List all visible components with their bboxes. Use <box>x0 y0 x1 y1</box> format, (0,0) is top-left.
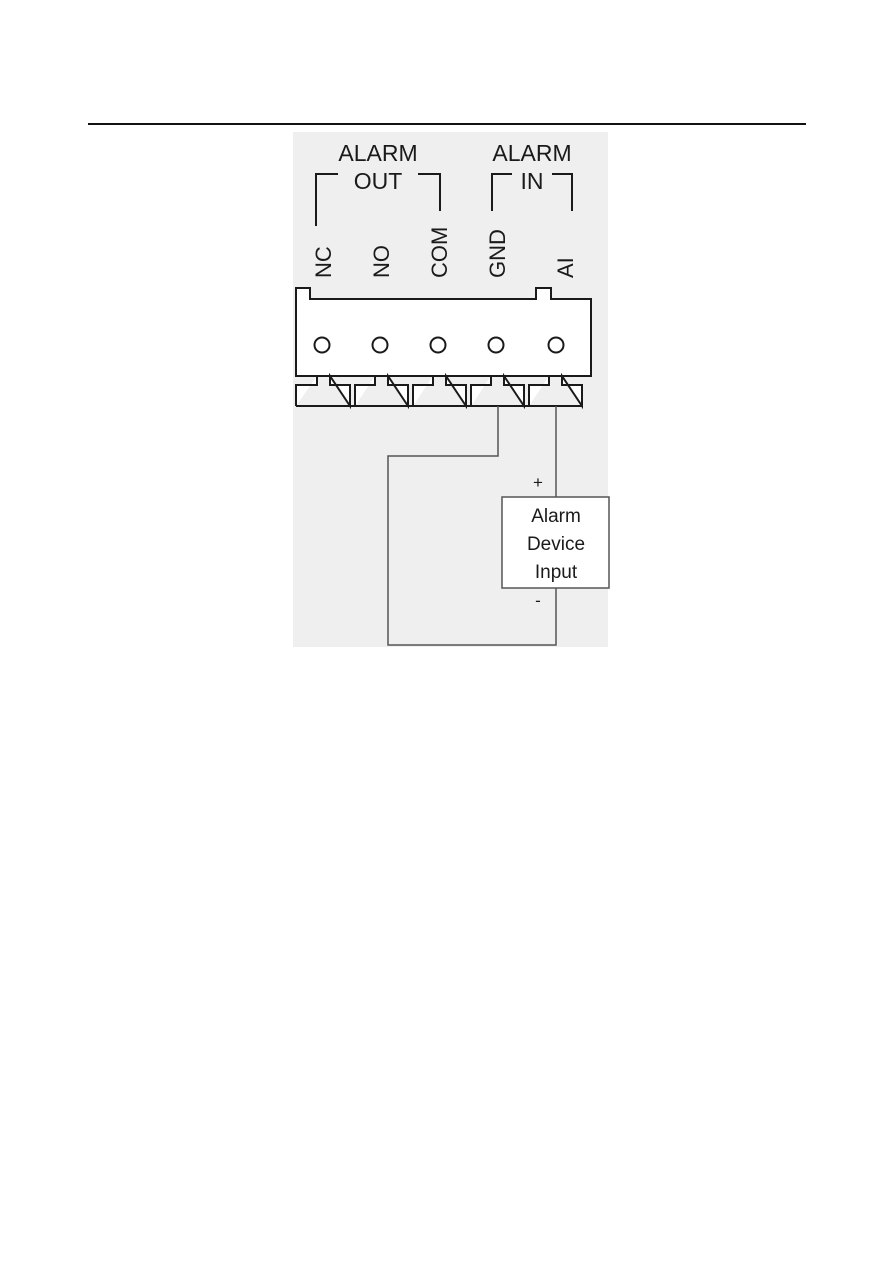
device-label-line2: Device <box>527 534 585 555</box>
terminal-label-no: NO <box>369 245 394 278</box>
alarm-out-title-line1: ALARM <box>338 140 417 166</box>
terminal-label-gnd: GND <box>485 229 510 278</box>
terminal-label-com: COM <box>427 227 452 278</box>
terminal-hole-nc <box>315 338 330 353</box>
device-minus-sign: - <box>535 591 541 610</box>
terminal-hole-com <box>431 338 446 353</box>
device-plus-sign: + <box>533 473 543 492</box>
device-label-line1: Alarm <box>531 506 581 527</box>
terminal-hole-gnd <box>489 338 504 353</box>
alarm-in-title-line1: ALARM <box>492 140 571 166</box>
terminal-hole-no <box>373 338 388 353</box>
alarm-in-title-line2: IN <box>521 168 544 194</box>
device-label-line3: Input <box>535 562 578 583</box>
terminal-label-nc: NC <box>311 246 336 278</box>
terminal-hole-ai <box>549 338 564 353</box>
alarm-out-title-line2: OUT <box>354 168 403 194</box>
terminal-block <box>296 288 591 376</box>
terminal-label-ai: AI <box>553 257 578 278</box>
